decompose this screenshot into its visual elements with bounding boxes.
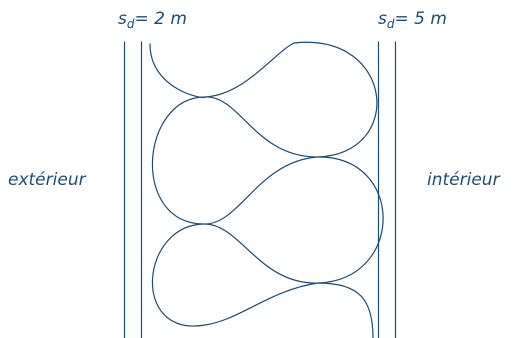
sd-value: = 2 m: [134, 9, 187, 29]
sd-symbol: s: [378, 9, 387, 29]
exterior-side-label: extérieur: [8, 170, 86, 190]
sd-symbol: s: [118, 9, 127, 29]
sd-value: = 5 m: [394, 9, 447, 29]
sd-subscript: d: [126, 17, 135, 31]
insulation-loop-curve: [149, 42, 295, 99]
vapor-resistance-interior-label: sd= 5 m: [378, 9, 447, 31]
vapor-resistance-exterior-label: sd= 2 m: [118, 9, 187, 31]
sd-subscript: d: [386, 17, 395, 31]
insulation-loop-curve: [151, 41, 384, 338]
interior-side-label: intérieur: [427, 170, 500, 190]
